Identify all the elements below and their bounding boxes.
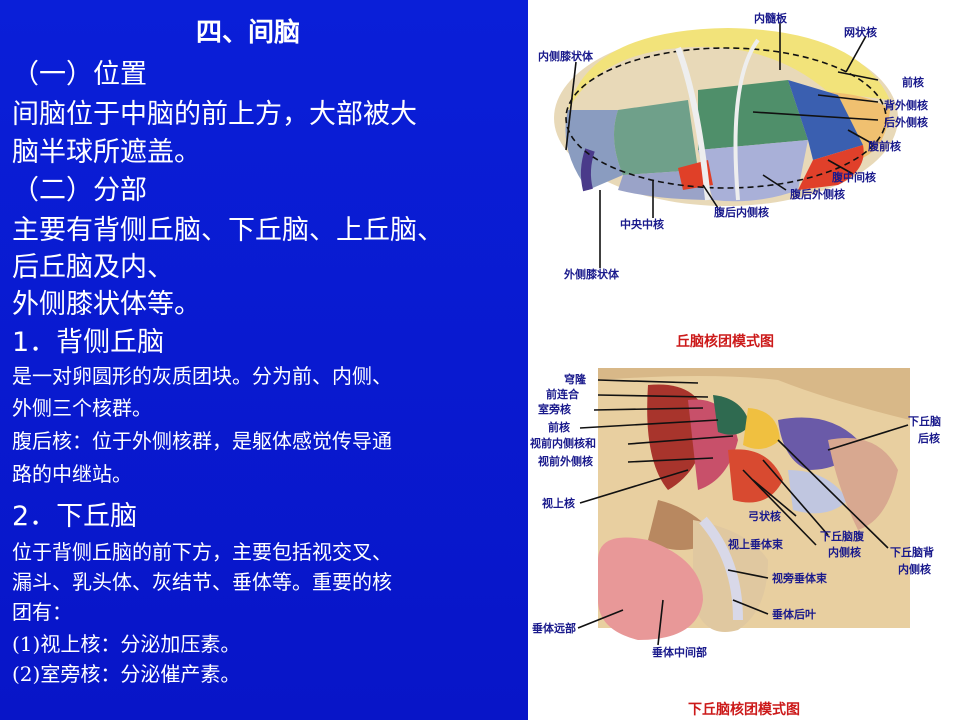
label-ventral-anterior-nucleus: 腹前核 xyxy=(868,139,901,153)
body-line: 腹后核：位于外侧核群，是躯体感觉传导通 xyxy=(12,429,392,453)
section-heading-hypothalamus: 2．下丘脑 xyxy=(12,501,138,532)
label-posterior-pituitary: 垂体后叶 xyxy=(772,607,816,621)
label-pars-distalis: 垂体远部 xyxy=(532,621,576,635)
label-dorsomedial-nucleus-line1: 下丘脑背 xyxy=(890,545,934,559)
label-lateral-preoptic-nucleus: 视前外侧核 xyxy=(538,454,593,468)
label-reticular-nucleus: 网状核 xyxy=(844,25,877,39)
label-anterior-hypothalamic-nucleus: 前核 xyxy=(548,420,570,434)
body-line: 位于背侧丘脑的前下方，主要包括视交叉、 xyxy=(12,540,392,564)
label-centromedian-nucleus: 中央中核 xyxy=(620,217,664,231)
label-ventromedial-nucleus-line1: 下丘脑腹 xyxy=(820,529,865,543)
label-paraventriculo-hypophyseal-tract: 视旁垂体束 xyxy=(772,571,828,585)
section-heading-dorsal-thalamus: 1．背侧丘脑 xyxy=(12,327,165,358)
label-posterior-nucleus-line2: 后核 xyxy=(918,431,940,445)
body-line: 外侧三个核群。 xyxy=(12,396,152,420)
label-dorsomedial-nucleus-line2: 内侧核 xyxy=(898,562,931,576)
label-medial-preoptic-nucleus: 视前内侧核和 xyxy=(530,436,596,450)
label-ventral-posterolateral-nucleus: 腹后外侧核 xyxy=(790,187,845,201)
label-ventral-posteromedial-nucleus: 腹后内侧核 xyxy=(714,205,769,219)
label-supraoptic-nucleus: 视上核 xyxy=(542,496,575,510)
body-line: 后丘脑及内、 xyxy=(12,252,174,283)
section-heading-location: （一）位置 xyxy=(12,59,147,90)
figure1-caption: 丘脑核团模式图 xyxy=(676,333,774,350)
body-line: 路的中继站。 xyxy=(12,462,132,486)
thalamus-diagram xyxy=(554,28,898,206)
label-fornix: 穹隆 xyxy=(564,372,587,386)
body-line: (1)视上核：分泌加压素。 xyxy=(12,632,241,656)
body-line: 是一对卵圆形的灰质团块。分为前、内侧、 xyxy=(12,364,392,388)
text-panel: 四、间脑 （一）位置 间脑位于中脑的前上方，大部被大 脑半球所遮盖。 （二）分部… xyxy=(0,0,528,720)
label-lateral-geniculate-body: 外侧膝状体 xyxy=(563,267,620,281)
label-pars-intermedia: 垂体中间部 xyxy=(652,645,707,659)
figure-panel: 内髓板 网状核 内侧膝状体 前核 背外侧核 后外侧核 腹前核 腹中间核 腹后外侧… xyxy=(528,0,960,720)
body-line: 团有： xyxy=(12,600,72,624)
label-ventral-intermediate-nucleus: 腹中间核 xyxy=(832,170,876,184)
section-heading-parts: （二）分部 xyxy=(12,175,147,206)
label-arcuate-nucleus: 弓状核 xyxy=(748,509,781,523)
anatomy-figures: 内髓板 网状核 内侧膝状体 前核 背外侧核 后外侧核 腹前核 腹中间核 腹后外侧… xyxy=(530,11,941,718)
label-paraventricular-nucleus: 室旁核 xyxy=(538,402,571,416)
label-lateral-dorsal-nucleus: 背外侧核 xyxy=(884,98,928,112)
label-anterior-commissure: 前连合 xyxy=(546,387,580,401)
hypothalamus-diagram xyxy=(598,368,910,640)
slide-title: 四、间脑 xyxy=(196,18,301,48)
label-ventromedial-nucleus-line2: 内侧核 xyxy=(828,545,861,559)
body-line: 主要有背侧丘脑、下丘脑、上丘脑、 xyxy=(12,215,444,246)
label-internal-medullary-lamina: 内髓板 xyxy=(754,11,788,25)
label-lateral-posterior-nucleus: 后外侧核 xyxy=(884,115,928,129)
body-line: 间脑位于中脑的前上方，大部被大 xyxy=(12,99,417,130)
label-medial-geniculate-body: 内侧膝状体 xyxy=(538,49,594,63)
figure2-caption: 下丘脑核团模式图 xyxy=(688,701,800,718)
body-line: (2)室旁核：分泌催产素。 xyxy=(12,662,241,686)
label-supraoptic-hypophyseal-tract: 视上垂体束 xyxy=(728,537,784,551)
body-line: 外侧膝状体等。 xyxy=(12,289,201,320)
body-line: 漏斗、乳头体、灰结节、垂体等。重要的核 xyxy=(12,570,392,594)
label-anterior-nucleus: 前核 xyxy=(902,75,924,89)
body-line: 脑半球所遮盖。 xyxy=(12,137,201,168)
label-posterior-nucleus-line1: 下丘脑 xyxy=(908,414,941,428)
